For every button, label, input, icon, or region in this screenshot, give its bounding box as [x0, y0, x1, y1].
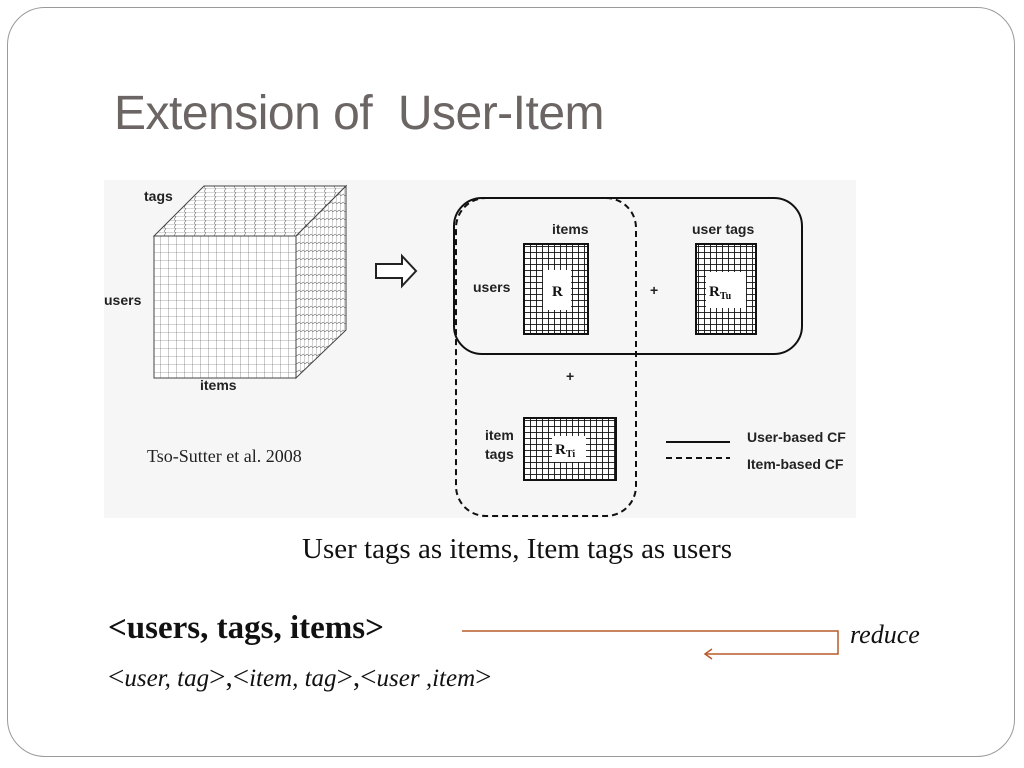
matrix-r-tu-subscript: Tu [720, 291, 732, 302]
plus-sign-bottom: + [566, 368, 574, 384]
matrix-r-ti-label: R [555, 442, 566, 458]
citation: Tso-Sutter et al. 2008 [147, 446, 302, 466]
matrix-r: R items users [473, 221, 589, 335]
legend-user-based: User-based CF [747, 429, 846, 445]
svg-text:RTi: RTi [555, 442, 575, 460]
pair2-open: < [232, 661, 250, 693]
arrow-right-icon [375, 253, 418, 289]
pair1-open: < [108, 661, 125, 693]
tag-extension-figure: tags users items R items users + RTu use… [104, 180, 856, 518]
item-row-label: item [485, 427, 514, 443]
user-based-region [453, 197, 803, 355]
reduce-label: reduce [850, 620, 920, 649]
pair1-close: >, [209, 661, 233, 693]
pair2-text: item, tag [249, 665, 337, 692]
cube-front-face [153, 235, 297, 379]
tags-row-label: tags [485, 446, 514, 462]
items-column-label: items [552, 221, 589, 237]
plus-sign-top: + [650, 282, 658, 298]
pair3-text: user ,item [376, 665, 476, 692]
matrix-r-ti-subscript: Ti [566, 449, 575, 460]
pair3-open: < [360, 661, 377, 693]
matrix-r-label: R [552, 284, 563, 300]
user-tags-column-label: user tags [692, 221, 754, 237]
pair2-close: >, [336, 661, 361, 693]
matrix-r-tu: RTu user tags [692, 221, 757, 335]
figure-svg: tags users items R items users + RTu use… [104, 184, 846, 517]
svg-text:RTu: RTu [709, 284, 732, 302]
cube-tags-label: tags [144, 188, 173, 204]
cube-items-label: items [200, 377, 237, 393]
item-based-region [455, 197, 637, 517]
cube-users-label: users [104, 292, 142, 308]
figure-caption: User tags as items, Item tags as users [302, 533, 733, 565]
matrix-r-ti: RTi item tags [485, 417, 617, 481]
pair3-close: > [475, 661, 492, 693]
matrix-r-tu-label: R [709, 284, 720, 300]
projection-pairs: <user, tag>,<item, tag>,<user ,item> [108, 661, 492, 694]
figure-legend: User-based CF Item-based CF [666, 429, 846, 472]
legend-item-based: Item-based CF [747, 456, 844, 472]
reduce-arrow [462, 630, 839, 660]
users-row-label: users [473, 279, 511, 295]
tensor-cube: tags users items [104, 184, 348, 393]
tensor-triple: <users, tags, items> [108, 610, 384, 646]
pair1-text: user, tag [124, 665, 210, 692]
slide-title: Extension of User-Item [114, 87, 605, 140]
